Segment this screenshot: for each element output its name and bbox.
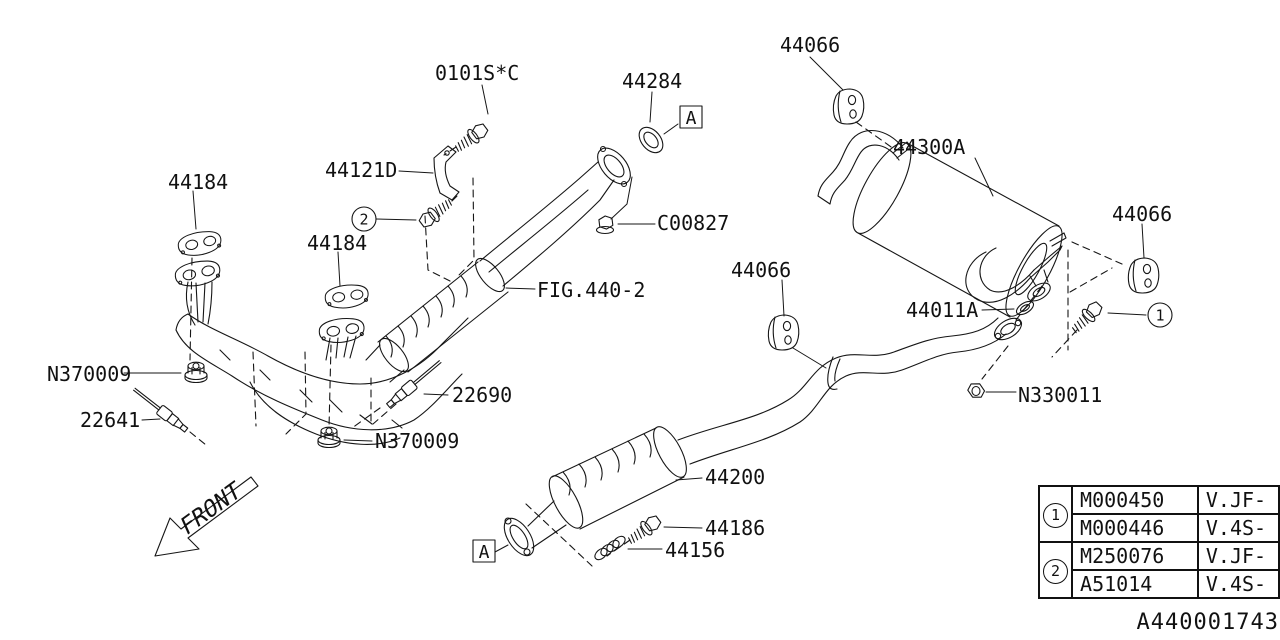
label-44184-left: 44184: [168, 170, 228, 194]
rear-pipe-flange: [993, 317, 1023, 341]
label-44200: 44200: [705, 465, 765, 489]
label-n370009-left: N370009: [47, 362, 131, 386]
oxygen-sensor-22641: [133, 387, 189, 433]
mid-pipe-44200: [503, 317, 1007, 557]
model-code: V.JF-: [1196, 541, 1280, 571]
callout-1-number: 1: [1155, 307, 1164, 325]
label-44156: 44156: [665, 538, 725, 562]
label-n370009-bottom: N370009: [375, 429, 459, 453]
label-22641: 22641: [80, 408, 140, 432]
connector-a-top-letter: A: [686, 108, 697, 129]
parts-variant-table: 1 M000450 V.JF- M000446 V.4S- 2 M250076 …: [1037, 485, 1280, 599]
label-44300a: 44300A: [893, 135, 965, 159]
table-ref-group-2: 2: [1037, 541, 1074, 599]
hanger-44066-mid: [767, 314, 800, 351]
part-number: M000450: [1071, 485, 1199, 515]
model-code: V.4S-: [1196, 513, 1280, 543]
leader-lines: [123, 56, 1147, 553]
table-ref-group-1: 1: [1037, 485, 1074, 543]
table-row: 1 M000450 V.JF-: [1037, 485, 1280, 543]
model-code: V.4S-: [1196, 569, 1280, 599]
spring-44156: [594, 535, 626, 561]
part-number: A51014: [1071, 569, 1199, 599]
part-number: M000446: [1071, 513, 1199, 543]
gasket-44284: [638, 126, 664, 154]
front-pipe: [479, 145, 633, 287]
label-c00827: C00827: [657, 211, 729, 235]
nut-n370009-bottom: [317, 426, 341, 449]
label-22690: 22690: [452, 383, 512, 407]
callout-circle-1: [1147, 302, 1173, 328]
bolt-callout-1: [1067, 298, 1106, 337]
alignment-dashes: [189, 121, 1123, 567]
label-n330011: N330011: [1018, 383, 1102, 407]
hanger-44066-right: [1127, 257, 1160, 294]
front-arrow: [154, 476, 259, 557]
label-44066-right: 44066: [1112, 202, 1172, 226]
oxygen-sensor-22690: [386, 360, 442, 409]
label-44184-mid: 44184: [307, 231, 367, 255]
connector-a-bottom-letter: A: [479, 542, 490, 563]
callout-2-number: 2: [359, 211, 368, 229]
part-number: M250076: [1071, 541, 1199, 571]
label-0101sc: 0101S*C: [435, 61, 519, 85]
bolt-44186: [624, 512, 664, 548]
nut-c00827: [595, 215, 615, 235]
figure-code: A440001743: [1136, 610, 1279, 635]
callout-circle-2: [351, 206, 377, 232]
label-fig-440-2: FIG.440-2: [537, 278, 645, 302]
label-44066-mid: 44066: [731, 258, 791, 282]
label-44011a: 44011A: [906, 298, 978, 322]
hanger-44066-top: [832, 88, 865, 125]
nut-n370009-left: [184, 361, 208, 384]
table-row: A51014 V.4S-: [1039, 569, 1280, 599]
bolt-0101sc: [443, 120, 491, 156]
table-row: 2 M250076 V.JF-: [1037, 541, 1280, 599]
table-callout-2: 2: [1043, 558, 1069, 584]
catalytic-converter: [365, 257, 509, 383]
label-44186: 44186: [705, 516, 765, 540]
bolt-callout-2: [416, 195, 458, 231]
nut-n330011: [967, 383, 986, 398]
connector-a-bottom-box: [472, 539, 496, 563]
label-44284: 44284: [622, 69, 682, 93]
diagram-labels: 0101S*C 44284 44121D 44184 44184 C00827 …: [47, 33, 1172, 563]
table-row: M000446 V.4S-: [1039, 513, 1280, 543]
exhaust-manifold: [172, 227, 469, 445]
connector-a-top-box: [679, 105, 703, 129]
label-44121d: 44121D: [325, 158, 397, 182]
table-callout-1: 1: [1043, 502, 1069, 528]
bracket-44121d: [433, 145, 460, 201]
muffler-44300a: [817, 129, 1067, 318]
model-code: V.JF-: [1196, 485, 1280, 515]
label-front: FRONT: [177, 476, 244, 542]
label-44066-top: 44066: [780, 33, 840, 57]
gasket-44011a: [1015, 300, 1035, 316]
